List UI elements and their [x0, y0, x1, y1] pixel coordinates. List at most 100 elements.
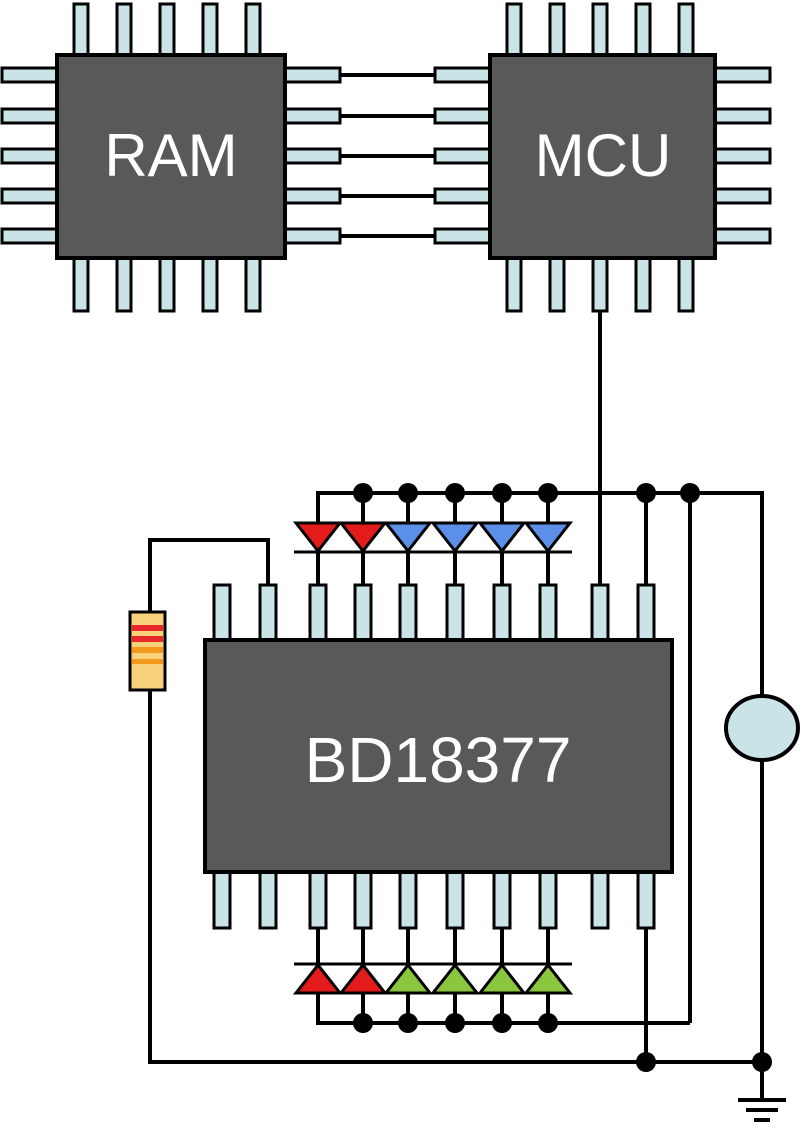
- ram-chip: RAM: [0, 2, 342, 313]
- chip-pin: [353, 868, 373, 930]
- led-icon: [522, 521, 574, 554]
- chip-pin: [590, 583, 610, 644]
- chip-pin: [353, 583, 373, 644]
- junction-dots: [353, 483, 772, 1072]
- chip-pin: [636, 868, 656, 930]
- chip-pin: [591, 254, 609, 313]
- chip-pin: [711, 227, 772, 245]
- chip-pin: [281, 107, 342, 125]
- led-icon: [337, 962, 389, 995]
- chip-pin: [201, 254, 219, 313]
- chip-pin: [433, 66, 494, 84]
- sensor-circle-icon: [724, 694, 800, 762]
- junction-dot: [680, 483, 700, 503]
- chip-pin: [711, 66, 772, 84]
- chip-pin: [212, 583, 232, 644]
- chip-pin: [433, 147, 494, 165]
- chip-pin: [538, 583, 558, 644]
- chip-pin: [281, 66, 342, 84]
- ram-chip-body: [55, 53, 287, 260]
- chip-pin: [281, 227, 342, 245]
- bottom-led-row: [292, 928, 574, 1023]
- chip-pin: [433, 227, 494, 245]
- driver-chip-body: [203, 638, 674, 874]
- chip-pin: [0, 66, 61, 84]
- ram-mcu-bus: [340, 73, 435, 238]
- chip-pin: [258, 868, 278, 930]
- chip-pin: [505, 2, 523, 59]
- chip-pin: [548, 254, 566, 313]
- led-icon: [476, 962, 528, 995]
- chip-pin: [244, 254, 262, 313]
- chip-pin: [433, 187, 494, 205]
- ram-chip-label: RAM: [104, 122, 237, 189]
- driver-chip-label: BD18377: [305, 724, 572, 796]
- chip-pin: [72, 2, 90, 59]
- junction-dot: [353, 483, 373, 503]
- chip-pin: [158, 254, 176, 313]
- chip-pin: [433, 107, 494, 125]
- resistor-band: [132, 659, 163, 664]
- chip-pin: [281, 187, 342, 205]
- junction-dot: [492, 483, 512, 503]
- chip-pin: [398, 583, 418, 644]
- chip-pin: [115, 2, 133, 59]
- junction-dot: [445, 483, 465, 503]
- chip-pin: [0, 187, 61, 205]
- driver-chip: BD18377: [203, 583, 674, 930]
- chip-pin: [244, 2, 262, 59]
- chip-pin: [445, 868, 465, 930]
- ground-icon: [738, 1098, 786, 1122]
- chip-pin: [492, 868, 512, 930]
- junction-dot: [398, 483, 418, 503]
- junction-dot: [353, 1013, 373, 1033]
- ram-pins: [0, 2, 342, 313]
- chip-pin: [591, 2, 609, 59]
- chip-pin: [711, 107, 772, 125]
- chip-pin: [158, 2, 176, 59]
- junction-dot: [752, 1052, 772, 1072]
- mcu-chip-body: [488, 53, 717, 260]
- resistor-band: [132, 625, 163, 631]
- chip-pin: [398, 868, 418, 930]
- chip-pin: [212, 868, 232, 930]
- chip-pin: [538, 868, 558, 930]
- led-icon: [337, 521, 389, 554]
- chip-pin: [258, 583, 278, 644]
- resistor-band: [132, 636, 163, 642]
- chip-pin: [636, 583, 656, 644]
- junction-dot: [538, 483, 558, 503]
- chip-pin: [677, 2, 695, 59]
- chip-pin: [72, 254, 90, 313]
- chip-pin: [634, 2, 652, 59]
- chip-pin: [281, 147, 342, 165]
- junction-dot: [492, 1013, 512, 1033]
- led-icon: [382, 521, 434, 554]
- led-icon: [429, 521, 481, 554]
- resistor-bottom-wire: [148, 690, 762, 1064]
- resistor-band: [132, 647, 163, 653]
- chip-pin: [492, 583, 512, 644]
- led-icon: [522, 962, 574, 995]
- chip-pin: [548, 2, 566, 59]
- led-icon: [476, 521, 528, 554]
- junction-dot: [636, 483, 656, 503]
- chip-pin: [711, 147, 772, 165]
- chip-pin: [0, 227, 61, 245]
- led-icon: [429, 962, 481, 995]
- led-icon: [292, 521, 344, 554]
- chip-pin: [0, 147, 61, 165]
- junction-dot: [398, 1013, 418, 1033]
- junction-dot: [538, 1013, 558, 1033]
- chip-pin: [0, 107, 61, 125]
- chip-pin: [634, 254, 652, 313]
- resistor-top-wire: [148, 538, 270, 615]
- junction-dot: [636, 1052, 656, 1072]
- chip-pin: [445, 583, 465, 644]
- led-icon: [292, 962, 344, 995]
- top-led-row: [292, 493, 574, 585]
- resistor-icon: [128, 610, 167, 692]
- mcu-chip-label: MCU: [535, 122, 672, 189]
- chip-pin: [308, 868, 328, 930]
